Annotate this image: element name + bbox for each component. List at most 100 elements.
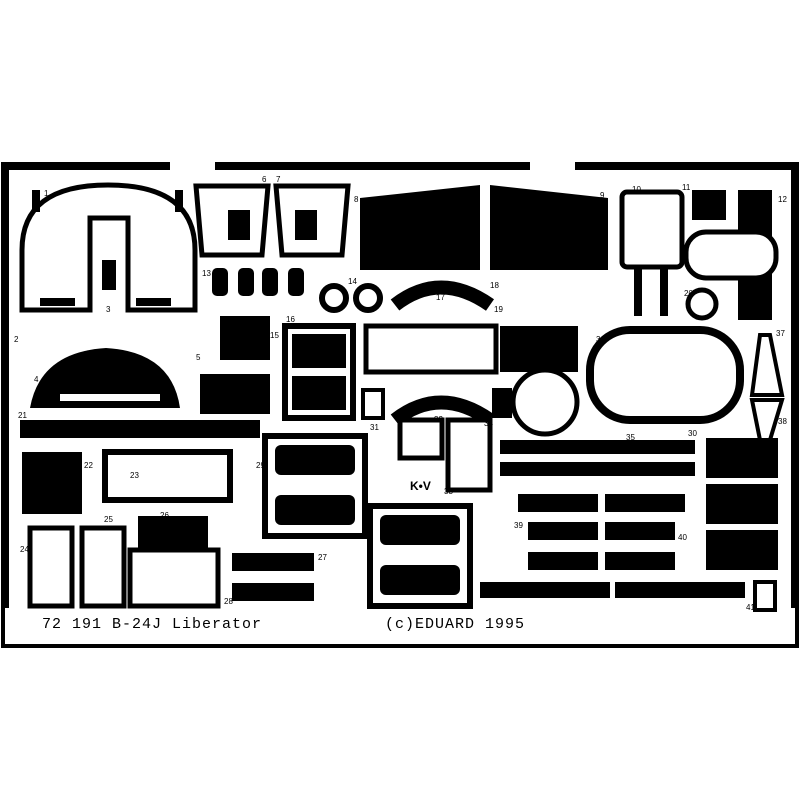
part-number-label: 29: [256, 461, 265, 470]
part-number-label: 6: [262, 175, 267, 184]
part-number-label: 37: [776, 329, 785, 338]
part-number-label: 28: [224, 597, 233, 606]
part-29-frame: [262, 433, 368, 539]
part-number-label: 16: [286, 315, 295, 324]
part-16-frame: [282, 323, 356, 421]
part-29-frame: [367, 503, 473, 609]
part-36-oval-ring: [586, 326, 744, 424]
part-35-strip: [500, 462, 695, 476]
part-number-label: 17: [436, 293, 445, 302]
part-number-label: 34: [484, 419, 493, 428]
part-14-ring: [353, 283, 383, 313]
part-number-label: 5: [196, 353, 201, 362]
part-10: [619, 189, 685, 316]
part-number-label: 14: [348, 277, 357, 286]
part-number-label: 39: [514, 521, 523, 530]
part-27-strip: [518, 494, 598, 512]
part-1-small: [175, 190, 183, 212]
fret-footer-bar: [5, 608, 795, 644]
part-30-block: [706, 484, 778, 524]
part-number-label: 41: [746, 603, 755, 612]
part-30-block: [706, 438, 778, 478]
part-12: [683, 190, 779, 320]
part-number-label: 12: [778, 195, 787, 204]
part-number-label: 20: [684, 289, 693, 298]
part-number-label: 2: [14, 335, 19, 344]
part-40-strip: [605, 552, 675, 570]
part-number-label: 30: [688, 429, 697, 438]
part-number-label: 15: [270, 331, 279, 340]
part-number-label: 22: [84, 461, 93, 470]
part-number-label: 19: [494, 305, 503, 314]
part-4-dome-panel: [30, 348, 180, 408]
part-number-label: 7: [276, 175, 281, 184]
part-24: [27, 525, 75, 609]
part-3-panel-arch: [19, 182, 198, 313]
part-28-strip: [232, 583, 314, 601]
part-28-strip: [605, 494, 685, 512]
part-number-label: 24: [20, 545, 29, 554]
part-41-strip: [615, 582, 745, 598]
part-14-ring: [319, 283, 349, 313]
part-23: [102, 449, 233, 503]
part-34: [492, 367, 580, 437]
part-20-disc: [685, 287, 719, 321]
part-25: [79, 525, 127, 609]
part-number-label: 23: [130, 471, 139, 480]
fret-title: 72 191 B-24J Liberator: [42, 616, 262, 633]
part-17-arc: [390, 395, 495, 426]
part-8-panel: [360, 185, 480, 270]
part-number-label: 26: [160, 511, 169, 520]
part-number-label: 3: [106, 305, 111, 314]
part-number-label: 31: [370, 423, 379, 432]
part-22: [22, 452, 82, 514]
part-number-label: 32: [434, 415, 443, 424]
part-17-arc: [390, 280, 495, 311]
part-1-small: [32, 190, 40, 212]
part-number-label: 8: [354, 195, 359, 204]
manufacturer-mark: K•V: [410, 479, 431, 493]
part-number-label: 36: [596, 335, 605, 344]
sprue-gap: [530, 160, 575, 172]
part-41-strip: [480, 582, 610, 598]
part-number-label: 33: [444, 487, 453, 496]
part-number-label: 1: [44, 189, 49, 198]
part-block: [200, 374, 270, 414]
part-number-label: 18: [490, 281, 499, 290]
part-33: [445, 417, 493, 493]
part-11: [692, 190, 726, 220]
part-32: [397, 417, 445, 461]
part-number-label: 4: [34, 375, 39, 384]
part-35-strip: [500, 440, 695, 454]
part-number-label: 9: [600, 191, 605, 200]
part-number-label: 25: [104, 515, 113, 524]
part-30-block: [706, 530, 778, 570]
part-number-label: 10: [632, 185, 641, 194]
part-13-knobs: [212, 268, 304, 296]
part-number-label: 27: [318, 553, 327, 562]
part-9-panel: [490, 185, 608, 270]
part-39-strip: [528, 522, 598, 540]
part-15: [220, 316, 270, 360]
part-number-label: 11: [682, 183, 691, 192]
part-7-panel: [273, 183, 351, 258]
copyright-text: (c)EDUARD 1995: [385, 616, 525, 633]
part-21-strip: [20, 420, 260, 438]
part-number-label: 38: [778, 417, 787, 426]
part-number-label: 21: [18, 411, 27, 420]
part-27-strip: [232, 553, 314, 571]
part-number-label: 35: [626, 433, 635, 442]
part-40-strip: [605, 522, 675, 540]
part-center-strip: [363, 323, 578, 375]
part-39-strip: [528, 552, 598, 570]
part-number-label: 40: [678, 533, 687, 542]
part-31: [753, 580, 777, 612]
part-37: [749, 333, 785, 397]
part-26: [127, 516, 221, 609]
part-31: [361, 388, 385, 420]
sprue-gap: [170, 160, 215, 172]
part-number-label: 13: [202, 269, 211, 278]
part-6-panel: [193, 183, 271, 258]
